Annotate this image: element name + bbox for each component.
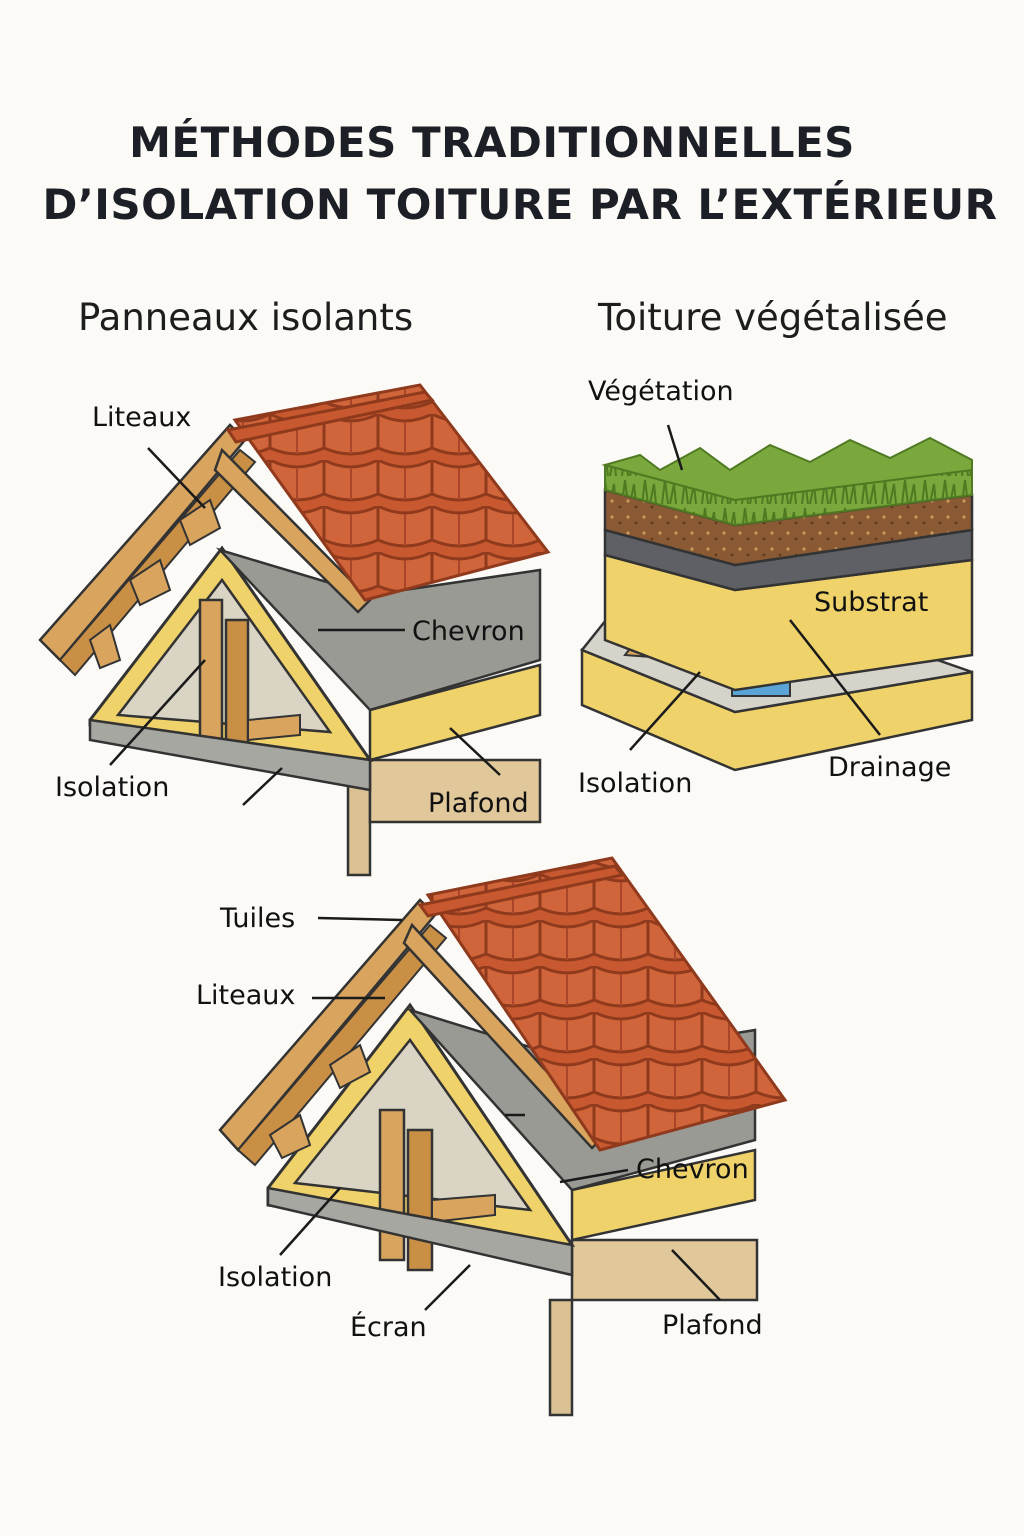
- label-substrat: Substrat: [814, 587, 929, 618]
- label-plafond-1: Plafond: [428, 788, 529, 819]
- page-title-line2: D’ISOLATION TOITURE PAR L’EXTÉRIEUR: [42, 180, 998, 229]
- label-isolation-3: Isolation: [218, 1262, 333, 1293]
- label-chevron-1: Chevron: [412, 616, 525, 647]
- label-ecran: Écran: [350, 1312, 427, 1343]
- label-isolation-1: Isolation: [55, 772, 170, 803]
- roof-panneaux-illustration: [38, 383, 551, 877]
- green-roof-illustration: [579, 436, 974, 772]
- heading-toiture-vegetalisee: Toiture végétalisée: [598, 296, 948, 339]
- leader-lines: [109, 424, 881, 1311]
- roof-traditionnelle-illustration: [218, 856, 788, 1417]
- label-liteaux-1: Liteaux: [92, 402, 192, 433]
- label-isolation-2: Isolation: [578, 768, 693, 799]
- label-vegetation: Végétation: [588, 376, 734, 407]
- label-liteaux-2: Liteaux: [196, 980, 296, 1011]
- label-chevron-2: Chevron: [636, 1154, 749, 1185]
- label-tuiles: Tuiles: [220, 903, 296, 934]
- label-plafond-2: Plafond: [662, 1310, 763, 1341]
- heading-panneaux-isolants: Panneaux isolants: [78, 296, 414, 339]
- label-drainage: Drainage: [828, 752, 952, 783]
- page-title-line1: MÉTHODES TRADITIONNELLES: [129, 118, 855, 167]
